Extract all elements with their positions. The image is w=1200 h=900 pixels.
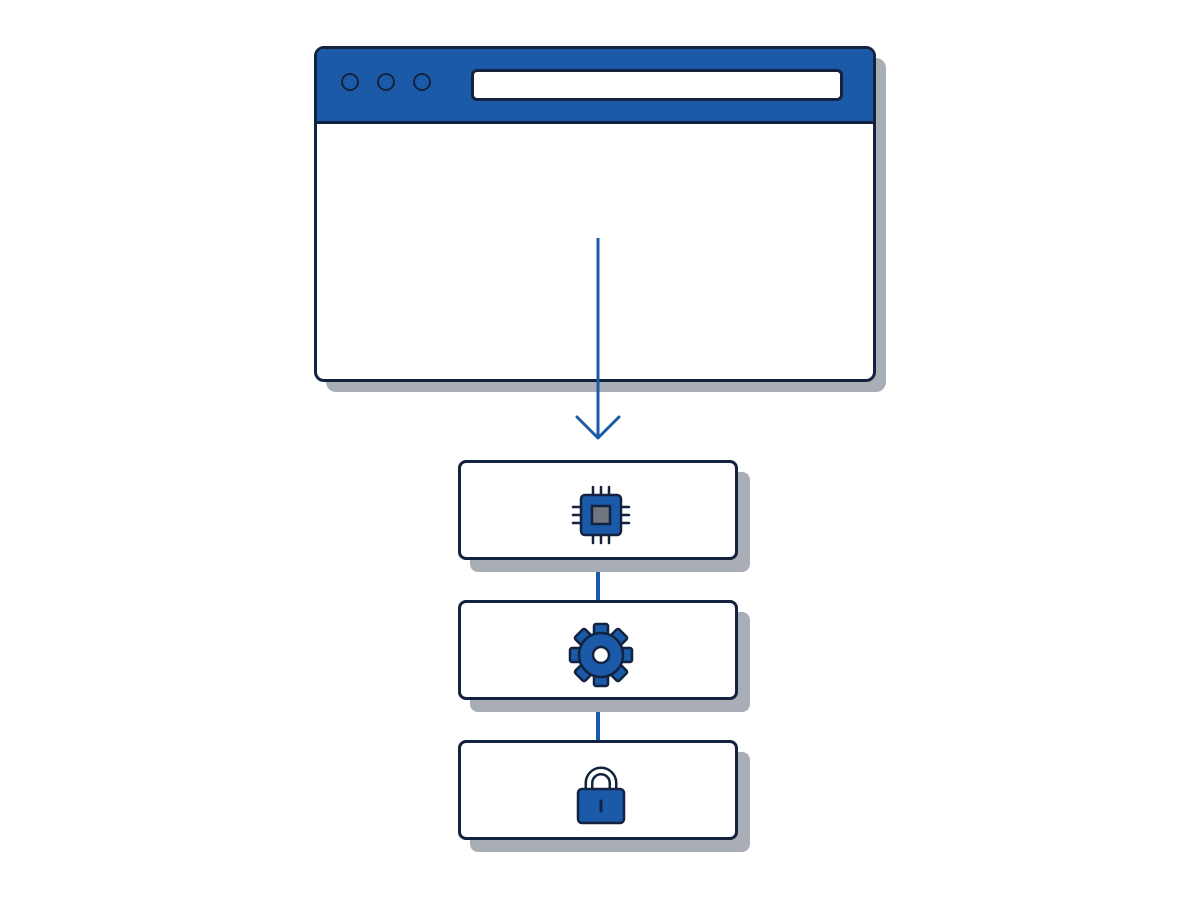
window-control-dot-3[interactable] <box>413 73 431 91</box>
padlock-icon <box>576 766 626 825</box>
browser-window <box>314 46 876 382</box>
browser-viewport <box>317 124 873 379</box>
connector-line-1 <box>596 560 600 602</box>
connector-line-2 <box>596 700 600 742</box>
gear-icon <box>568 622 634 688</box>
down-arrow-icon <box>575 415 621 440</box>
window-control-dot-1[interactable] <box>341 73 359 91</box>
cpu-chip-icon <box>571 485 631 545</box>
security-box[interactable] <box>458 740 738 840</box>
settings-box[interactable] <box>458 600 738 700</box>
processor-box[interactable] <box>458 460 738 560</box>
window-control-dot-2[interactable] <box>377 73 395 91</box>
address-bar[interactable] <box>471 69 843 101</box>
browser-title-bar <box>317 49 873 124</box>
